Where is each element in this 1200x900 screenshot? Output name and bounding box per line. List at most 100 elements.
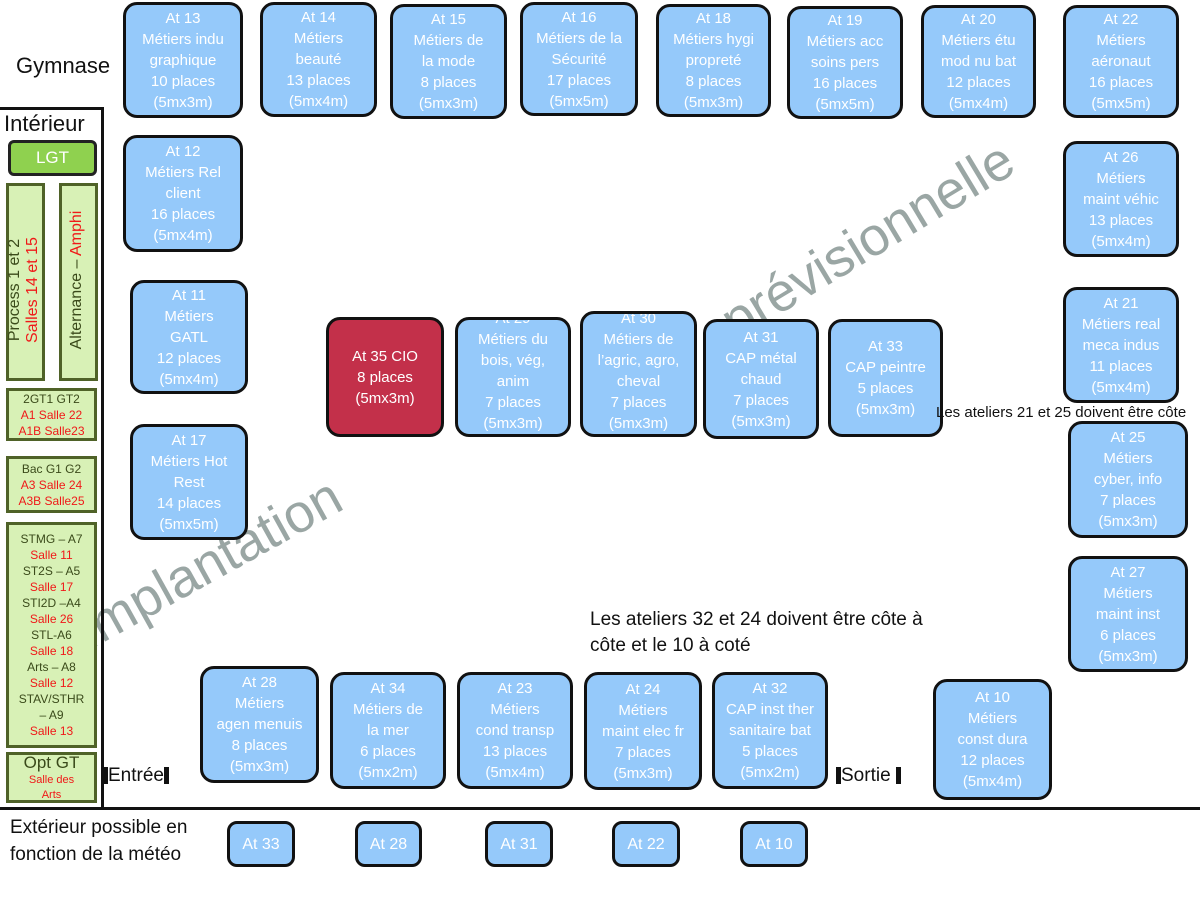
workshop-line: (5mx2m) (358, 764, 418, 781)
outdoor-at33[interactable]: At 33 (227, 821, 295, 867)
workshop-line: cyber, info (1093, 471, 1163, 488)
interior-right-border (101, 107, 104, 810)
workshop-number: At 29 (495, 317, 531, 327)
workshop-line: (5mx3m) (1098, 647, 1158, 665)
outdoor-at10[interactable]: At 10 (740, 821, 808, 867)
bac-box: Bac G1 G2 A3 Salle 24 A3B Salle25 (6, 456, 97, 513)
opt-gt-label: Opt GT (23, 752, 80, 772)
workshop-line: CAP peintre (845, 359, 926, 376)
stmg-track: STI2D –A4 (22, 596, 81, 610)
bac-label: Bac G1 G2 (21, 461, 82, 476)
workshop-line: (5mx5m) (1091, 95, 1151, 112)
workshop-number: At 27 (1110, 563, 1146, 581)
workshop-line: bois, vég, (480, 352, 546, 369)
exterieur-line2: fonction de la météo (10, 844, 182, 865)
workshop-line: 5 places (857, 380, 914, 397)
workshop-line: agen menuis (216, 716, 303, 733)
workshop-line: 7 places (485, 394, 541, 411)
sortie-label: Sortie (836, 765, 901, 787)
workshop-line: 7 places (1100, 492, 1156, 509)
workshop-line: 8 places (420, 74, 477, 91)
workshop-line: 13 places (1088, 211, 1154, 229)
workshop-line: (5mx5m) (815, 96, 875, 113)
workshop-line: CAP inst ther (725, 701, 815, 718)
workshop-number: At 20 (960, 11, 997, 28)
workshop-line: beauté (295, 51, 342, 68)
workshop-line: (5mx4m) (948, 95, 1009, 112)
workshop-line: (5mx4m) (288, 93, 349, 110)
alternance-box: Alternance – Amphi (59, 183, 98, 381)
workshop-line: Métiers Rel (145, 164, 221, 181)
workshop-line: 14 places (156, 494, 222, 512)
workshop-number: At 28 (241, 674, 278, 691)
workshop-line: 5 places (742, 743, 798, 760)
workshop-number: At 15 (430, 11, 467, 28)
workshop-line: anim (496, 373, 530, 390)
exit-marker-icon (895, 767, 901, 785)
workshop-line: (5mx2m) (740, 764, 800, 781)
workshop-number: At 30 (620, 311, 657, 327)
workshop-line: (5mx3m) (355, 389, 415, 407)
workshop-number: At 23 (497, 680, 533, 697)
workshop-line: (5mx4m) (485, 764, 545, 781)
workshop-line: Métiers de la (536, 29, 622, 47)
workshop-line: client (165, 185, 201, 202)
process-label: Process 1 et 2 (6, 238, 23, 342)
workshop-line: 13 places (482, 743, 548, 760)
workshop-line: aéronaut (1091, 53, 1151, 70)
outdoor-at28[interactable]: At 28 (355, 821, 422, 867)
workshop-number: At 26 (1103, 148, 1139, 166)
workshop-line: 7 places (733, 391, 789, 409)
outdoor-at22[interactable]: At 22 (612, 821, 680, 867)
entrance-marker-icon (103, 767, 108, 785)
workshop-line: Métiers (293, 30, 344, 47)
workshop-number: At 32 (752, 680, 788, 697)
workshop-line: Sécurité (551, 50, 607, 68)
workshop-line: Métiers (1103, 584, 1153, 602)
workshop-line: (5mx3m) (731, 412, 791, 430)
workshop-line: Métiers (1096, 169, 1146, 187)
stmg-track: Arts – A8 (27, 660, 76, 674)
exterieur-note: Extérieur possible en fonction de la mét… (10, 814, 187, 868)
workshop-line: (5mx4m) (1091, 232, 1151, 250)
gt1-room-a1b: A1B Salle23 (18, 423, 85, 438)
lgt-label: LGT (35, 148, 70, 167)
workshop-line: 6 places (360, 743, 416, 760)
workshop-line: 17 places (546, 71, 612, 89)
workshop-number: At 18 (695, 10, 732, 27)
workshop-number: At 10 (974, 689, 1011, 706)
workshop-number: At 31 (743, 328, 779, 346)
workshop-number: At 11 (172, 286, 206, 304)
workshop-line: l’agric, agro, (597, 352, 680, 369)
workshop-number: At 28 (369, 835, 408, 853)
workshop-line: (5mx5m) (549, 92, 609, 110)
outdoor-at31[interactable]: At 31 (485, 821, 553, 867)
